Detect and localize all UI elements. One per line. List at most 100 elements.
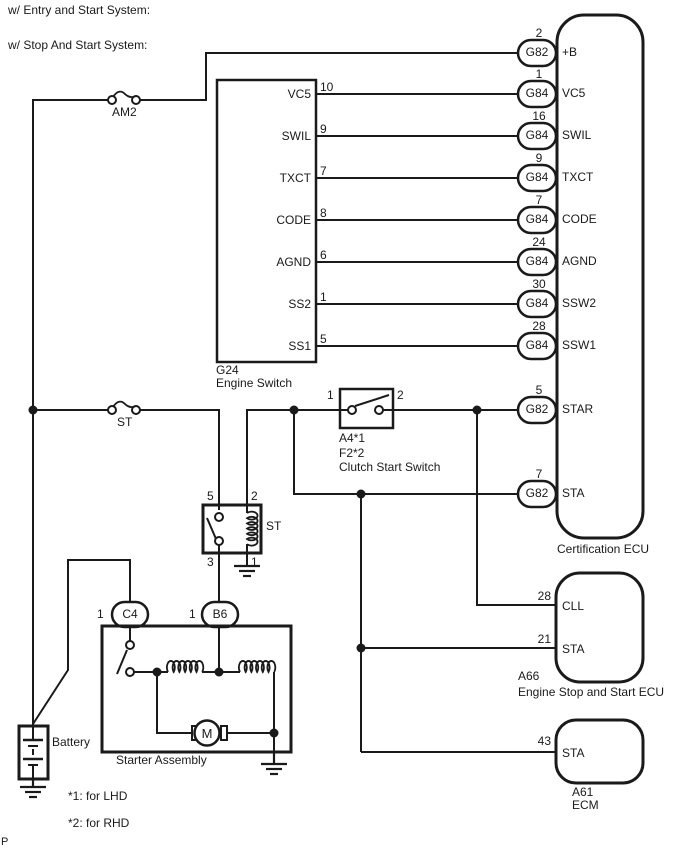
pin-number: 2 — [251, 489, 258, 503]
connector-code: G82 — [525, 45, 549, 59]
pin-signal: SWIL — [281, 129, 311, 143]
st-feed-wire — [33, 409, 220, 510]
footnote-lhd: *1: for LHD — [68, 789, 128, 803]
relay-label: ST — [266, 519, 282, 533]
st-relay-symbol — [201, 503, 263, 602]
pin-signal: STA — [562, 486, 585, 500]
battery-bus-wire — [32, 52, 518, 726]
pin-signal: SS2 — [288, 297, 311, 311]
fuse-st-symbol — [107, 400, 141, 415]
pin-signal: CODE — [276, 213, 311, 227]
pin-signal: SSW1 — [562, 338, 597, 352]
pin-number: 28 — [537, 589, 551, 603]
connector-code: G84 — [525, 170, 549, 184]
fuse-am2-label: AM2 — [112, 105, 137, 119]
pin-number: 10 — [320, 80, 334, 94]
pin-number: 8 — [320, 206, 327, 220]
engine-switch-label: Engine Switch — [216, 376, 293, 390]
pin-number: 30 — [532, 277, 546, 291]
pin-signal: STA — [562, 746, 585, 760]
pin-number: 2 — [535, 26, 543, 40]
connector-code: C4 — [122, 607, 138, 621]
pin-signal: SWIL — [562, 128, 592, 142]
pin-number: 1 — [189, 607, 196, 621]
pin-signal: STA — [562, 642, 585, 656]
pin-number: 7 — [535, 467, 543, 481]
pin-number: 1 — [535, 67, 543, 81]
battery-symbol — [17, 724, 50, 781]
pin-signal: VC5 — [287, 87, 311, 101]
pin-signal: TXCT — [279, 171, 311, 185]
a66-ecu-box — [554, 571, 645, 684]
certification-ecu-label: Certification ECU — [557, 542, 650, 556]
junction-dots — [28, 405, 482, 738]
motor-circle — [193, 719, 221, 747]
battery-label: Battery — [52, 735, 91, 749]
c4-battery-wire — [32, 559, 131, 725]
fuse-st-label: ST — [117, 415, 133, 429]
pin-number: 2 — [397, 388, 404, 402]
a61-label: ECM — [572, 798, 599, 812]
connector-code: G84 — [525, 212, 549, 226]
pin-signal: AGND — [276, 255, 311, 269]
certification-ecu-box — [555, 13, 645, 540]
connector-code: G84 — [525, 296, 549, 310]
pin-signal: SSW2 — [562, 296, 597, 310]
engine-switch-signal-wires — [316, 93, 518, 347]
pin-signal: STAR — [562, 402, 594, 416]
clutch-switch-label: Clutch Start Switch — [339, 460, 441, 474]
pin-number: 1 — [97, 607, 104, 621]
pin-number: 16 — [532, 109, 546, 123]
starter-control-wires — [246, 409, 556, 753]
pin-number: 1 — [327, 388, 334, 402]
pin-number: 21 — [537, 632, 551, 646]
pin-signal: SS1 — [288, 339, 311, 353]
pin-signal: CLL — [562, 599, 585, 613]
pin-number: 5 — [535, 383, 543, 397]
clutch-start-switch-symbol — [338, 387, 395, 430]
pin-signal: +B — [562, 45, 578, 59]
connector-code: G82 — [525, 486, 549, 500]
pin-number: 28 — [532, 319, 546, 333]
pin-number: 1 — [251, 555, 258, 569]
pin-signal: VC5 — [562, 86, 586, 100]
header-entry-start-system: w/ Entry and Start System: — [8, 3, 151, 17]
fuse-am2-symbol — [107, 90, 141, 105]
connector-code: B6 — [212, 607, 228, 621]
pin-number: 3 — [207, 555, 214, 569]
starter-ground-symbol — [261, 752, 287, 776]
footnote-rhd: *2: for RHD — [68, 816, 130, 830]
motor-letter: M — [202, 726, 213, 741]
pin-number: 5 — [207, 489, 214, 503]
a66-label: Engine Stop and Start ECU — [518, 685, 665, 699]
header-stop-start-system: w/ Stop And Start System: — [8, 38, 148, 52]
starter-assembly-symbol — [100, 624, 293, 754]
a61-ecm-box — [554, 718, 645, 785]
connector-code: G84 — [525, 128, 549, 142]
clutch-switch-id-1: A4*1 — [339, 431, 366, 445]
pin-number: 7 — [535, 193, 543, 207]
connector-code: G84 — [525, 86, 549, 100]
page-marker: P — [1, 836, 9, 848]
pin-number: 7 — [320, 164, 327, 178]
connector-code: G84 — [525, 338, 549, 352]
relay-ground-symbol — [234, 564, 260, 578]
a66-id: A66 — [518, 669, 540, 683]
pin-number: 9 — [320, 122, 327, 136]
connector-code: G84 — [525, 254, 549, 268]
pin-number: 1 — [320, 290, 327, 304]
engine-switch-id: G24 — [216, 363, 239, 377]
pin-signal: TXCT — [562, 170, 594, 184]
a61-id: A61 — [572, 785, 594, 799]
pin-number: 24 — [532, 235, 546, 249]
starter-assembly-label: Starter Assembly — [116, 753, 207, 767]
connector-code: G82 — [525, 402, 549, 416]
pin-signal: AGND — [562, 254, 597, 268]
certification-ecu-connector-ovals — [516, 38, 558, 509]
engine-switch-box — [215, 78, 318, 364]
pin-number: 9 — [535, 151, 543, 165]
pin-signal: CODE — [562, 212, 597, 226]
pin-number: 6 — [320, 248, 327, 262]
